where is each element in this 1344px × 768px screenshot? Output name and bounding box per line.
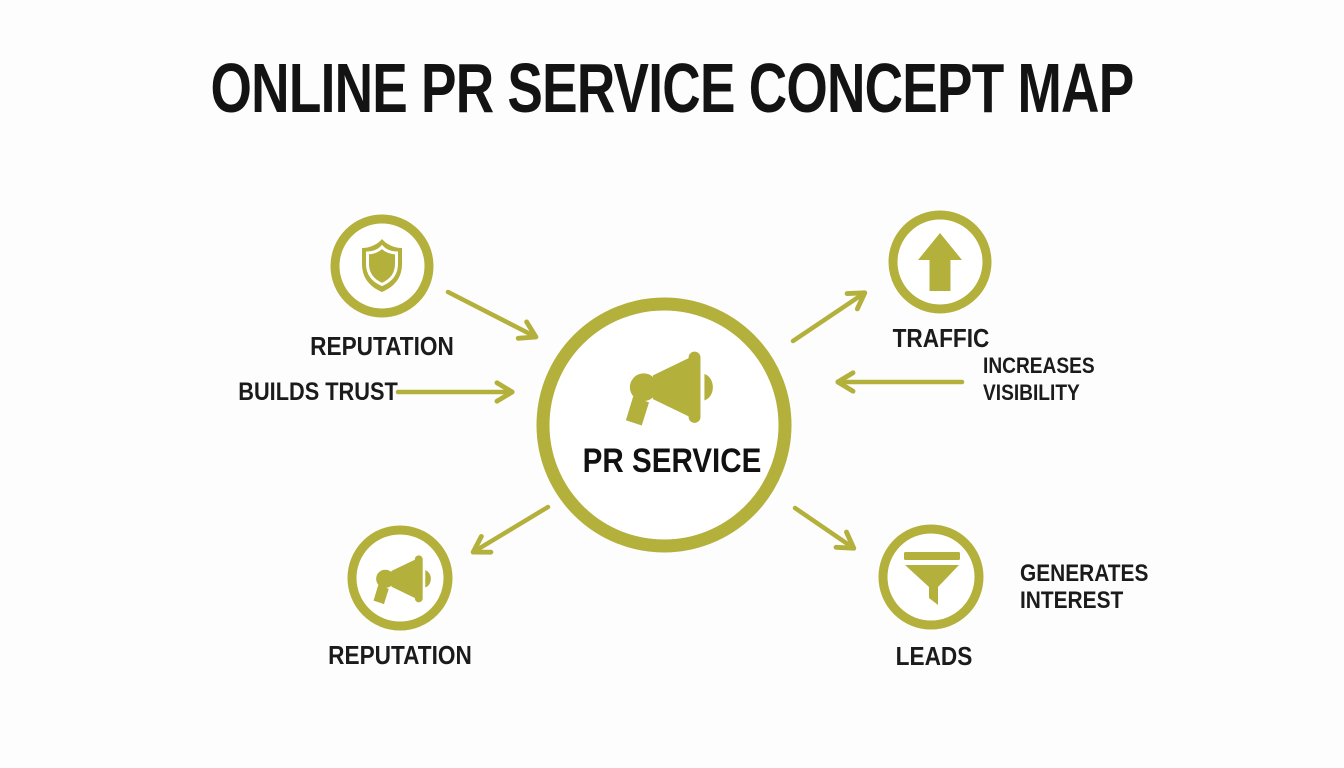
megaphone-icon — [373, 555, 431, 605]
traffic-label: TRAFFIC — [892, 323, 990, 353]
funnel-icon — [904, 552, 960, 605]
arrow-center-to-reputation-bottom — [470, 504, 551, 555]
page-title: ONLINE PR SERVICE CONCEPT MAP — [210, 49, 1135, 127]
pr-service-label: PR SERVICE — [582, 442, 762, 480]
increases-visibility-label: INCREASES VISIBILITY — [983, 352, 1095, 406]
pr-service-ring — [536, 297, 792, 553]
generates-interest-line1: GENERATES — [1020, 560, 1149, 587]
increases-visibility-line2: VISIBILITY — [983, 380, 1080, 405]
reputation-top-label: REPUTATION — [310, 331, 454, 361]
increases-visibility-line1: INCREASES — [983, 353, 1095, 378]
generates-interest-label: GENERATES INTEREST — [1020, 560, 1148, 614]
arrow-reputation-to-center — [445, 289, 539, 341]
node-pr-service — [536, 297, 792, 553]
reputation-bottom-label: REPUTATION — [328, 640, 472, 670]
node-traffic — [888, 210, 992, 314]
megaphone-icon — [625, 351, 713, 426]
node-reputation-bottom — [347, 525, 453, 631]
node-reputation-top — [330, 214, 434, 318]
shield-icon — [362, 239, 402, 292]
node-leads — [878, 524, 984, 630]
arrow-center-to-traffic — [790, 290, 868, 344]
generates-interest-line2: INTEREST — [1020, 587, 1124, 614]
arrow-up-icon — [918, 233, 962, 291]
leads-label: LEADS — [895, 641, 973, 671]
arrow-center-to-leads — [792, 505, 857, 551]
builds-trust-label: BUILDS TRUST — [238, 378, 398, 406]
